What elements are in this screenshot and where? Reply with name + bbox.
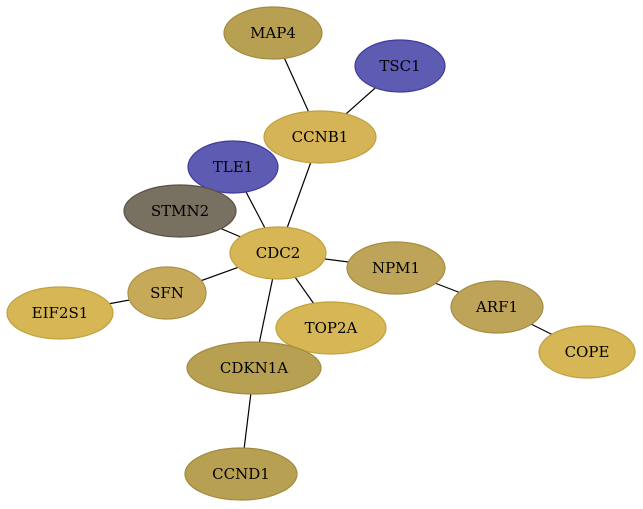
node-cdkn1a-label: CDKN1A xyxy=(220,359,288,377)
node-ccnd1[interactable]: CCND1 xyxy=(184,447,298,501)
node-map4-ellipse xyxy=(223,6,323,60)
node-npm1[interactable]: NPM1 xyxy=(346,241,446,295)
node-ccnd1-ellipse xyxy=(184,447,298,501)
node-sfn-ellipse xyxy=(127,266,207,320)
node-cope[interactable]: COPE xyxy=(538,325,636,379)
node-sfn-label: SFN xyxy=(150,284,184,302)
node-eif2s1-ellipse xyxy=(6,286,114,340)
node-ccnb1[interactable]: CCNB1 xyxy=(263,110,377,164)
node-tsc1-ellipse xyxy=(354,39,446,93)
node-tsc1-label: TSC1 xyxy=(379,57,420,75)
node-arf1[interactable]: ARF1 xyxy=(450,280,544,334)
node-tle1-label: TLE1 xyxy=(213,158,253,176)
node-cdc2[interactable]: CDC2 xyxy=(229,226,327,280)
node-eif2s1-label: EIF2S1 xyxy=(32,304,89,322)
node-arf1-label: ARF1 xyxy=(475,298,518,316)
node-top2a[interactable]: TOP2A xyxy=(275,301,387,355)
node-sfn[interactable]: SFN xyxy=(127,266,207,320)
node-npm1-ellipse xyxy=(346,241,446,295)
node-stmn2[interactable]: STMN2 xyxy=(123,184,237,238)
node-map4[interactable]: MAP4 xyxy=(223,6,323,60)
node-cdc2-label: CDC2 xyxy=(256,244,301,262)
node-cope-ellipse xyxy=(538,325,636,379)
node-eif2s1[interactable]: EIF2S1 xyxy=(6,286,114,340)
node-cdkn1a[interactable]: CDKN1A xyxy=(186,341,322,395)
node-cdkn1a-ellipse xyxy=(186,341,322,395)
node-stmn2-ellipse xyxy=(123,184,237,238)
node-top2a-label: TOP2A xyxy=(305,319,358,337)
node-stmn2-label: STMN2 xyxy=(151,202,209,220)
node-ccnb1-ellipse xyxy=(263,110,377,164)
node-cope-label: COPE xyxy=(565,343,610,361)
node-npm1-label: NPM1 xyxy=(372,259,420,277)
node-tle1[interactable]: TLE1 xyxy=(187,140,279,194)
node-top2a-ellipse xyxy=(275,301,387,355)
node-ccnb1-label: CCNB1 xyxy=(292,128,349,146)
node-arf1-ellipse xyxy=(450,280,544,334)
node-tsc1[interactable]: TSC1 xyxy=(354,39,446,93)
node-ccnd1-label: CCND1 xyxy=(212,465,270,483)
node-cdc2-ellipse xyxy=(229,226,327,280)
node-tle1-ellipse xyxy=(187,140,279,194)
node-map4-label: MAP4 xyxy=(250,24,296,42)
